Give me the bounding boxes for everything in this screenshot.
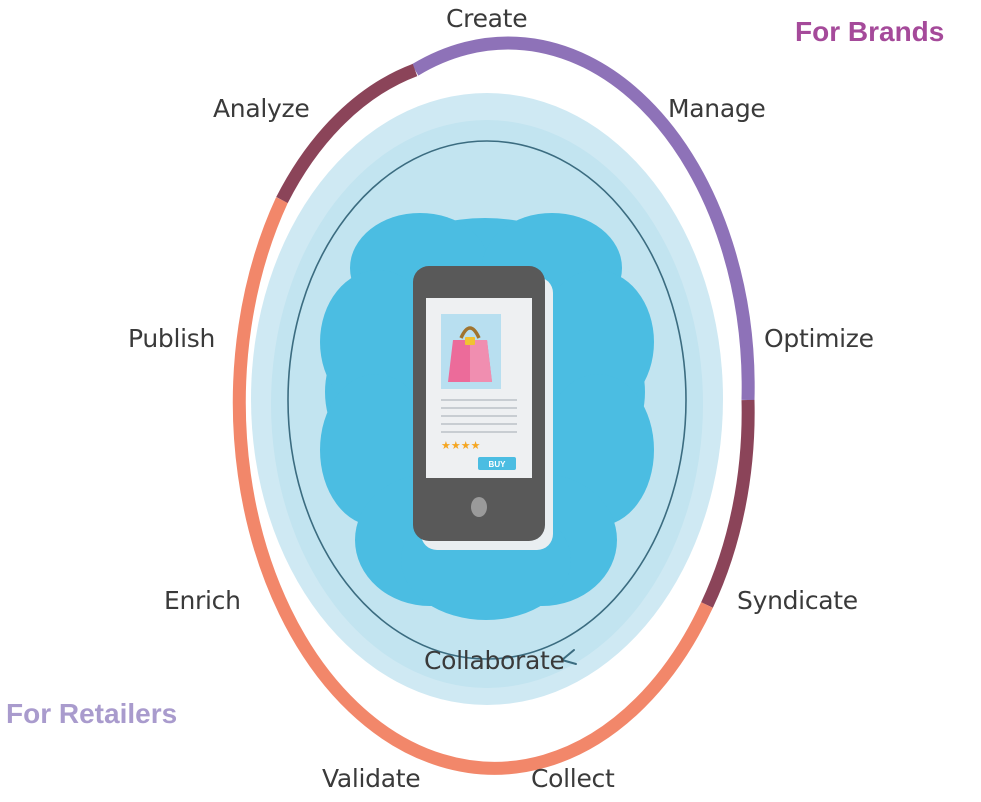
rating-stars: ★★★★ [441,439,481,452]
buy-button [478,457,516,470]
outer-ring [232,36,755,775]
stage-collect-label: Collect [531,764,615,793]
stage-analyze-label: Analyze [213,94,310,123]
stage-optimize-label: Optimize [764,324,874,353]
stage-syndicate-label: Syndicate [737,586,858,615]
stage-validate-label: Validate [322,764,421,793]
for-brands-label: For Brands [795,16,945,47]
home-button [471,497,487,517]
stage-manage-label: Manage [668,94,766,123]
for-retailers-label: For Retailers [6,698,178,729]
ring-arc-maroon-left [276,63,418,203]
ring-arc-retailers-orange [232,197,713,775]
ring-arc-maroon-right [701,399,755,608]
collaborate-label: Collaborate [424,646,565,675]
stage-publish-label: Publish [128,324,216,353]
stage-create-label: Create [446,4,528,33]
cycle-arrow-icon [561,649,577,665]
stage-enrich-label: Enrich [164,586,241,615]
collaborate-cycle-line [287,140,687,660]
smartphone-icon: ★★★★ BUY [413,266,553,550]
shopping-bag-icon [448,326,492,382]
ring-arc-brands-purple [411,36,755,401]
product-description-lines [441,399,517,433]
buy-button-label: BUY [489,460,507,469]
